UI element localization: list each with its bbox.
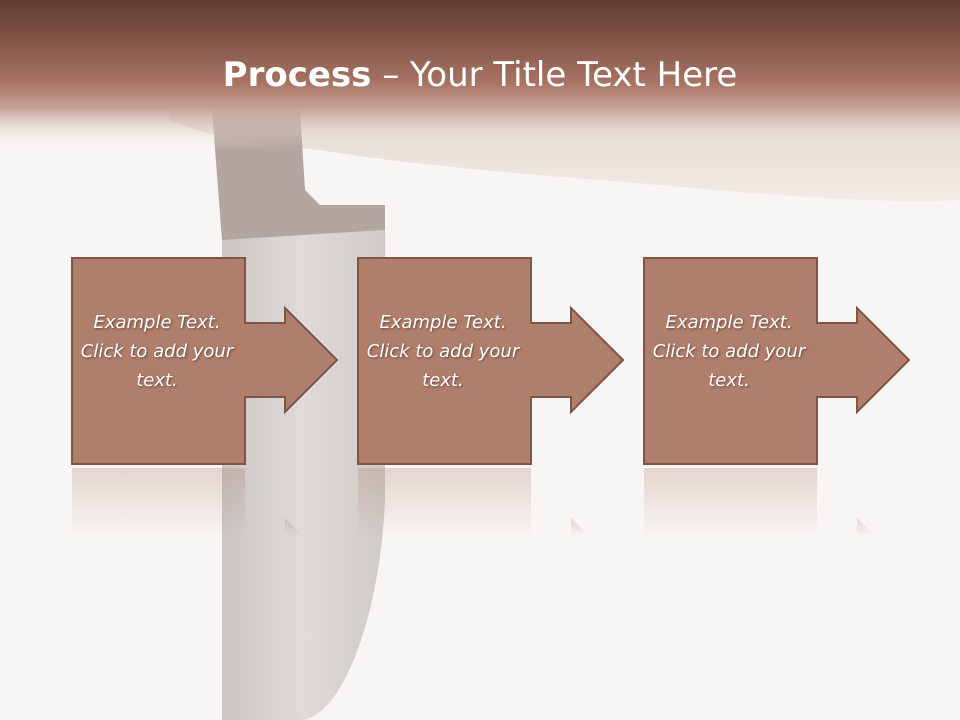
step-3-text: Example Text. Click to add your text. <box>652 312 806 391</box>
process-step-1[interactable]: Example Text. Click to add your text. <box>70 256 340 546</box>
header-band <box>0 0 960 150</box>
step-2-arrow-box <box>357 257 625 538</box>
step-3-arrow-box <box>643 257 911 538</box>
title-separator: – <box>371 55 411 95</box>
step-1-text: Example Text. Click to add your text. <box>80 312 234 391</box>
title-rest: Your Title Text Here <box>410 55 738 95</box>
slide-title[interactable]: Process – Your Title Text Here <box>0 52 960 98</box>
title-bold: Process <box>222 55 372 95</box>
process-step-2[interactable]: Example Text. Click to add your text. <box>356 256 626 546</box>
step-1-arrow-box <box>71 257 339 538</box>
step-2-text: Example Text. Click to add your text. <box>366 312 520 391</box>
process-step-3[interactable]: Example Text. Click to add your text. <box>642 256 912 546</box>
